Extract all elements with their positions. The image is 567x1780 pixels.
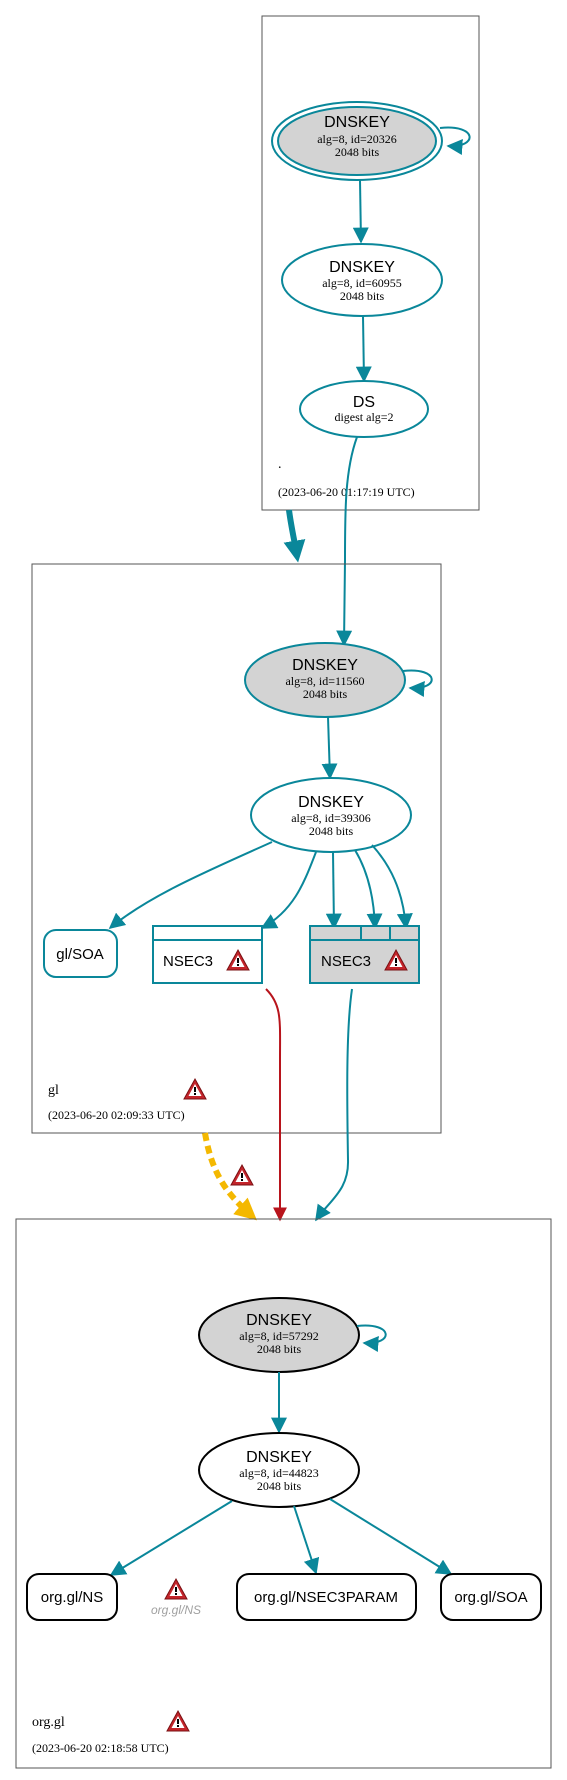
orggl-soa-label: org.gl/SOA [454, 1589, 527, 1606]
ds-to-gl-ksk-edge [336, 436, 358, 647]
orggl-ns-node[interactable]: org.gl/NS [26, 1573, 118, 1621]
root-ksk-bits: 2048 bits [335, 145, 380, 159]
warning-icon [230, 1164, 254, 1186]
root-zsk-node[interactable]: DNSKEY alg=8, id=60955 2048 bits [281, 243, 443, 317]
gl-zsk-to-nsec3b-edge-3 [371, 844, 413, 930]
orggl-zone-name: org.gl [32, 1715, 65, 1730]
gl-to-orggl-delegation-edge [202, 1132, 257, 1221]
orggl-zsk-to-nsec3param-edge [293, 1505, 320, 1575]
warning-icon [183, 1078, 207, 1100]
gl-zsk-alg: alg=8, id=39306 [291, 811, 371, 825]
orggl-zsk-bits: 2048 bits [257, 1479, 302, 1493]
gl-zsk-bits: 2048 bits [309, 824, 354, 838]
root-ksk-alg: alg=8, id=20326 [317, 132, 397, 146]
orggl-ns-label: org.gl/NS [41, 1589, 104, 1606]
orggl-ksk-alg: alg=8, id=57292 [239, 1329, 319, 1343]
orggl-ksk-title: DNSKEY [246, 1312, 312, 1329]
root-zsk-bits: 2048 bits [340, 289, 385, 303]
gl-zsk-to-nsec3b-edge-2 [354, 849, 383, 930]
orggl-zsk-to-soa-edge [329, 1498, 453, 1575]
gl-soa-node[interactable]: gl/SOA [43, 929, 118, 978]
gl-nsec3-a-label: NSEC3 [163, 953, 213, 970]
gl-zsk-to-nsec3b-edge-1 [325, 851, 342, 930]
gl-zsk-to-soa-edge [108, 841, 273, 930]
gl-zone-timestamp: (2023-06-20 02:09:33 UTC) [48, 1108, 185, 1122]
gl-nsec3-a-node[interactable]: NSEC3 [152, 925, 263, 984]
orggl-nsec3param-node[interactable]: org.gl/NSEC3PARAM [236, 1573, 417, 1621]
warning-icon [164, 1578, 188, 1600]
gl-nsec3-b-node[interactable]: NSEC3 [309, 925, 420, 984]
root-ds-node[interactable]: DS digest alg=2 [299, 380, 429, 438]
zone-orggl-box [15, 1218, 552, 1769]
root-ksk-self-edge [439, 126, 471, 155]
gl-zone-name: gl [48, 1083, 59, 1098]
gl-zsk-title: DNSKEY [298, 794, 364, 811]
gl-ksk-title: DNSKEY [292, 657, 358, 674]
gl-nsec3-b-label: NSEC3 [321, 953, 371, 970]
root-ksk-node[interactable]: DNSKEY alg=8, id=20326 2048 bits [271, 101, 443, 181]
gl-soa-label: gl/SOA [56, 946, 104, 963]
orggl-zsk-alg: alg=8, id=44823 [239, 1466, 319, 1480]
nsec3b-to-orggl-edge [315, 988, 353, 1222]
root-to-gl-delegation-edge [283, 509, 306, 563]
gl-ksk-to-zsk-edge [321, 716, 338, 780]
orggl-ns-insecure-label: org.gl/NS [151, 1603, 201, 1617]
gl-ksk-self-edge [402, 669, 433, 697]
root-zone-name: . [278, 457, 282, 472]
zone-root-box [261, 15, 480, 511]
root-ds-digest: digest alg=2 [334, 410, 393, 424]
root-zsk-to-ds-edge [355, 315, 372, 383]
orggl-ns-insecure-node[interactable]: org.gl/NS [151, 1578, 201, 1617]
orggl-zsk-node[interactable]: DNSKEY alg=8, id=44823 2048 bits [198, 1432, 360, 1508]
gl-ksk-node[interactable]: DNSKEY alg=8, id=11560 2048 bits [244, 642, 406, 718]
warning-icon [166, 1710, 190, 1732]
root-ksk-title: DNSKEY [324, 114, 390, 131]
zone-gl-box [31, 563, 442, 1134]
orggl-soa-node[interactable]: org.gl/SOA [440, 1573, 542, 1621]
root-zsk-title: DNSKEY [329, 259, 395, 276]
orggl-ksk-bits: 2048 bits [257, 1342, 302, 1356]
root-zsk-alg: alg=8, id=60955 [322, 276, 402, 290]
orggl-ksk-node[interactable]: DNSKEY alg=8, id=57292 2048 bits [198, 1297, 360, 1373]
gl-zsk-to-nsec3a-edge [260, 851, 317, 929]
orggl-zsk-to-ns-edge [109, 1500, 233, 1576]
orggl-zone-timestamp: (2023-06-20 02:18:58 UTC) [32, 1741, 169, 1755]
gl-ksk-alg: alg=8, id=11560 [285, 674, 364, 688]
gl-ksk-bits: 2048 bits [303, 687, 348, 701]
orggl-ksk-self-edge [356, 1324, 387, 1352]
orggl-zsk-title: DNSKEY [246, 1449, 312, 1466]
orggl-nsec3param-label: org.gl/NSEC3PARAM [254, 1589, 398, 1606]
gl-zsk-node[interactable]: DNSKEY alg=8, id=39306 2048 bits [250, 777, 412, 853]
root-ksk-to-zsk-edge [352, 179, 369, 244]
nsec3a-to-orggl-edge [265, 988, 287, 1222]
root-ds-title: DS [353, 394, 375, 411]
